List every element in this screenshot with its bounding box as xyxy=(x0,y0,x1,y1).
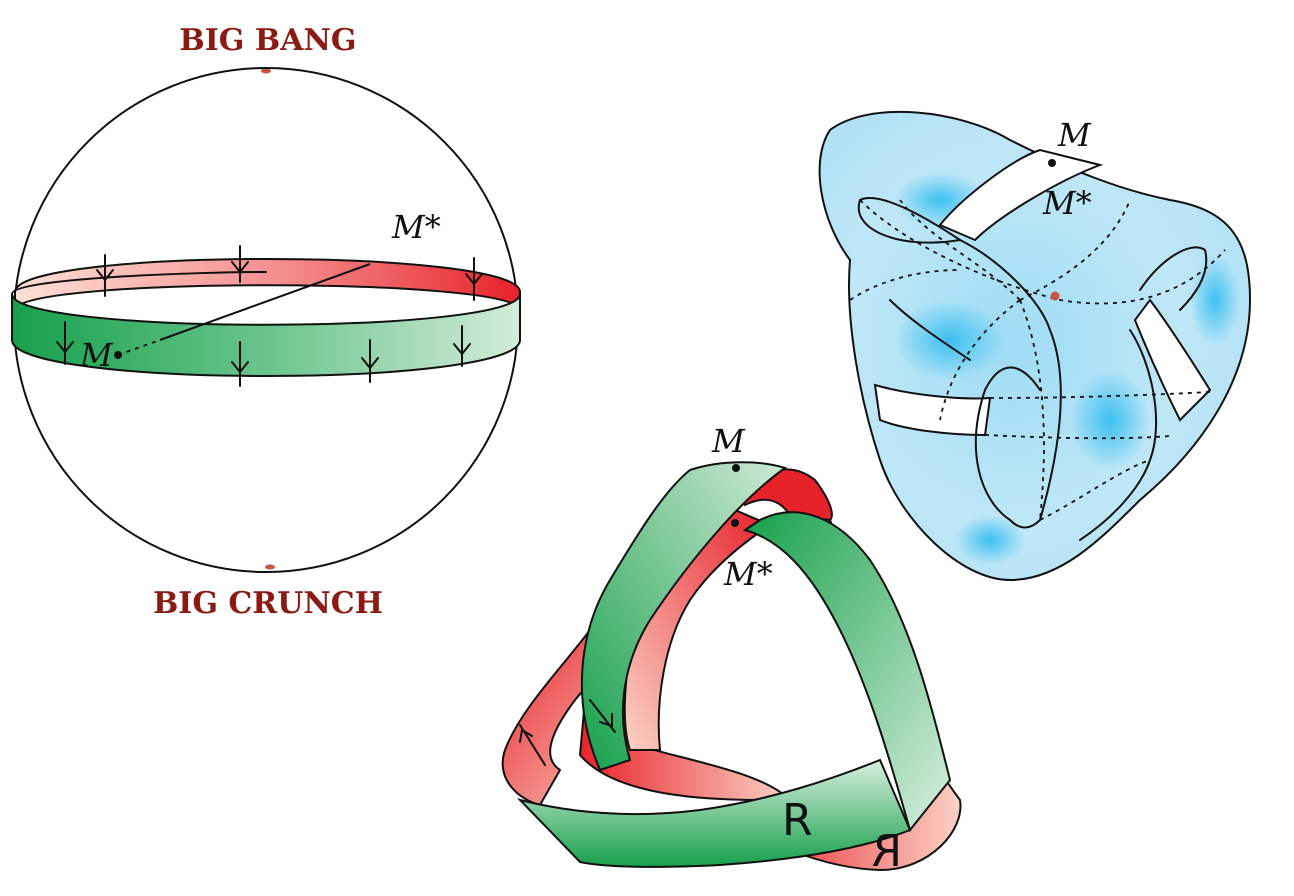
surface-dashed-9 xyxy=(849,269,961,301)
trefoil-point-m-star-label: M* xyxy=(723,555,773,593)
trefoil-arrow-right xyxy=(589,699,616,733)
red-band-arrows xyxy=(96,245,483,301)
surface-dashed-2 xyxy=(939,299,1021,421)
surface-dashed-3 xyxy=(1019,299,1045,521)
trefoil-point-m-dot xyxy=(732,464,740,472)
antipodal-line-hidden xyxy=(117,339,161,356)
surface-white-band-right xyxy=(1133,298,1212,422)
trefoil-arrow-left xyxy=(519,724,546,766)
surface-fold-2 xyxy=(857,199,961,244)
band-segment-green-left xyxy=(580,461,788,772)
sphere-point-m-star-label: M* xyxy=(391,208,441,246)
surface-center-dot xyxy=(1050,291,1060,301)
surface-point-m-dot xyxy=(1048,159,1056,167)
big-bang-label: BIG BANG xyxy=(179,23,356,58)
surface-fold-4 xyxy=(974,366,1041,521)
big-crunch-label: BIG CRUNCH xyxy=(153,586,383,621)
antipodal-line xyxy=(159,263,371,341)
surface-fold-3 xyxy=(959,239,1062,529)
band-top-edge xyxy=(11,271,267,295)
sphere-point-m-label: M xyxy=(79,336,114,374)
trefoil-letter-r-mirrored: R xyxy=(871,826,902,877)
surface-white-band-top xyxy=(938,148,1104,242)
point-m-dot xyxy=(114,351,122,359)
surface-shade-4 xyxy=(1190,255,1240,345)
blue-surface-diagram: M M* xyxy=(818,110,1252,582)
surface-dashed-6 xyxy=(989,391,1211,399)
surface-fold-7 xyxy=(889,299,971,361)
surface-fold-5 xyxy=(1139,246,1208,311)
surface-dashed-1 xyxy=(859,199,1226,305)
surface-dashed-4 xyxy=(1019,199,1131,301)
green-band-arrows xyxy=(56,321,471,387)
trefoil-band-diagram: M M* R R xyxy=(501,422,962,877)
big-crunch-pole-dot xyxy=(265,564,275,570)
surface-point-m-label: M xyxy=(1057,116,1092,154)
big-bang-pole-dot xyxy=(261,68,271,74)
trefoil-point-m-star-dot xyxy=(731,519,739,527)
green-band-front xyxy=(11,293,521,377)
trefoil-letter-r: R xyxy=(782,795,813,846)
surface-point-m-star-label: M* xyxy=(1042,184,1092,222)
surface-shade-2 xyxy=(895,300,1005,380)
band-segment-green-bottom xyxy=(516,758,912,868)
trefoil-point-m-label: M xyxy=(711,422,746,460)
surface-fold-6 xyxy=(1079,329,1158,541)
surface-dashed-5 xyxy=(899,199,1021,301)
surface-shade-5 xyxy=(955,515,1025,565)
sphere-diagram: BIG BANG BIG CRUNCH M M* xyxy=(11,23,521,621)
surface-shade-3 xyxy=(1070,370,1150,470)
